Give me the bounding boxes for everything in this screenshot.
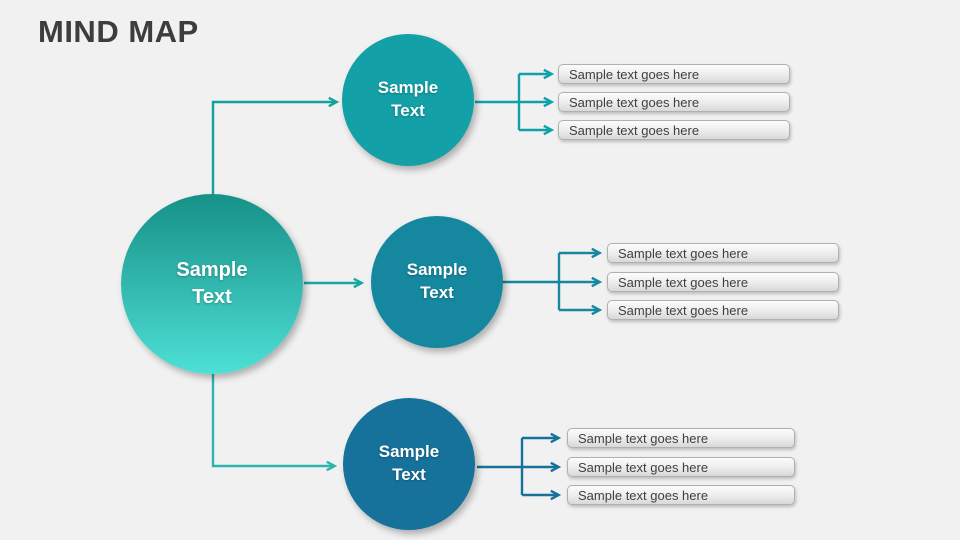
branch-node-label-line1: Sample bbox=[406, 260, 468, 280]
branch-node-circle-bottom: Sample Text bbox=[343, 398, 475, 530]
branch-item-bar: Sample text goes here bbox=[558, 92, 790, 112]
center-node-circle: Sample Text bbox=[121, 194, 303, 374]
connector-top-branch bbox=[475, 74, 551, 130]
branch-item-bar: Sample text goes here bbox=[558, 64, 790, 84]
branch-node-label-line2: Text bbox=[392, 465, 426, 484]
branch-node-circle-top: Sample Text bbox=[342, 34, 474, 166]
center-node-label-line2: Text bbox=[192, 286, 232, 308]
branch-node-label-line2: Text bbox=[391, 101, 425, 120]
branch-node-circle-middle: Sample Text bbox=[371, 216, 503, 348]
center-node-label-line1: Sample bbox=[176, 259, 248, 281]
branch-item-bar: Sample text goes here bbox=[567, 485, 795, 505]
slide-title: MIND MAP bbox=[38, 14, 199, 49]
branch-item-bar: Sample text goes here bbox=[607, 272, 839, 292]
branch-item-bar: Sample text goes here bbox=[607, 243, 839, 263]
branch-item-bar: Sample text goes here bbox=[567, 457, 795, 477]
branch-item-bar: Sample text goes here bbox=[567, 428, 795, 448]
branch-node-label-line1: Sample bbox=[378, 442, 440, 462]
connector-center-to-bottom bbox=[211, 372, 334, 466]
branch-item-bar: Sample text goes here bbox=[558, 120, 790, 140]
branch-node-label-line2: Text bbox=[420, 283, 454, 302]
connector-center-to-top bbox=[211, 102, 336, 194]
branch-node-label-line1: Sample bbox=[377, 78, 439, 98]
connector-middle-branch bbox=[503, 253, 599, 310]
connector-bottom-branch bbox=[477, 438, 558, 495]
branch-item-bar: Sample text goes here bbox=[607, 300, 839, 320]
